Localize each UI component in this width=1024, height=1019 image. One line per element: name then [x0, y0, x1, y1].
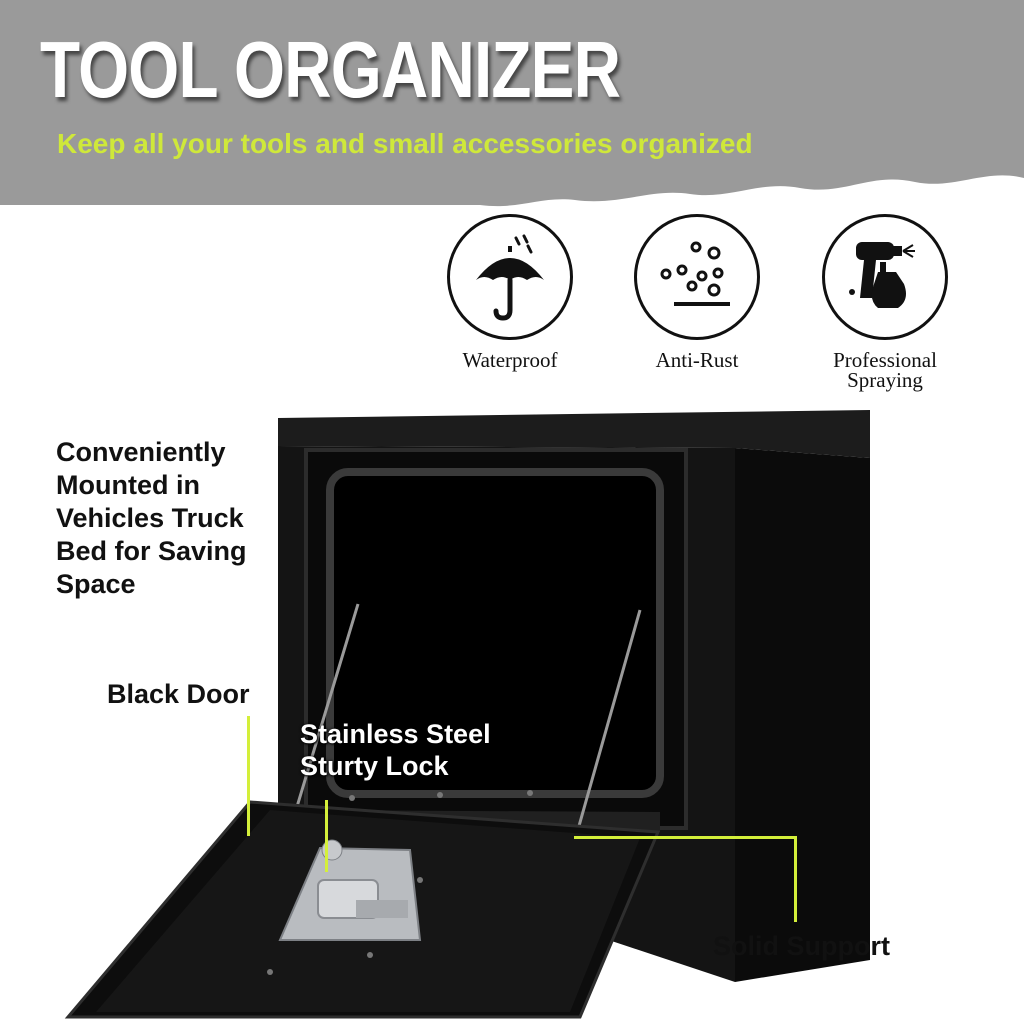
- spray-gun-icon: [822, 214, 948, 340]
- door-callout-line: [247, 716, 250, 836]
- door-callout: Black Door: [107, 679, 250, 709]
- header-banner: [0, 0, 1024, 207]
- support-callout-line-h: [574, 836, 796, 839]
- feature-label: Professional Spraying: [833, 348, 937, 392]
- feature-waterproof: Waterproof: [430, 214, 590, 372]
- page-subtitle: Keep all your tools and small accessorie…: [57, 128, 753, 159]
- feature-professional-spraying: Professional Spraying: [805, 214, 965, 392]
- support-callout-line-v: [794, 836, 797, 922]
- lock-hardware: [278, 839, 422, 941]
- mounting-callout: Conveniently Mounted in Vehicles Truck B…: [56, 437, 247, 599]
- lock-callout-line: [325, 800, 328, 872]
- feature-label: Anti-Rust: [655, 348, 739, 372]
- lock-callout: Stainless Steel Sturty Lock: [300, 719, 491, 781]
- feature-label: Waterproof: [462, 348, 558, 372]
- umbrella-icon: [447, 214, 573, 340]
- page-title: TOOL ORGANIZER: [40, 25, 621, 114]
- tool-box-image: [64, 410, 870, 1019]
- bubbles-icon: [634, 214, 760, 340]
- support-callout: Solid Support: [713, 931, 890, 961]
- feature-anti-rust: Anti-Rust: [617, 214, 777, 372]
